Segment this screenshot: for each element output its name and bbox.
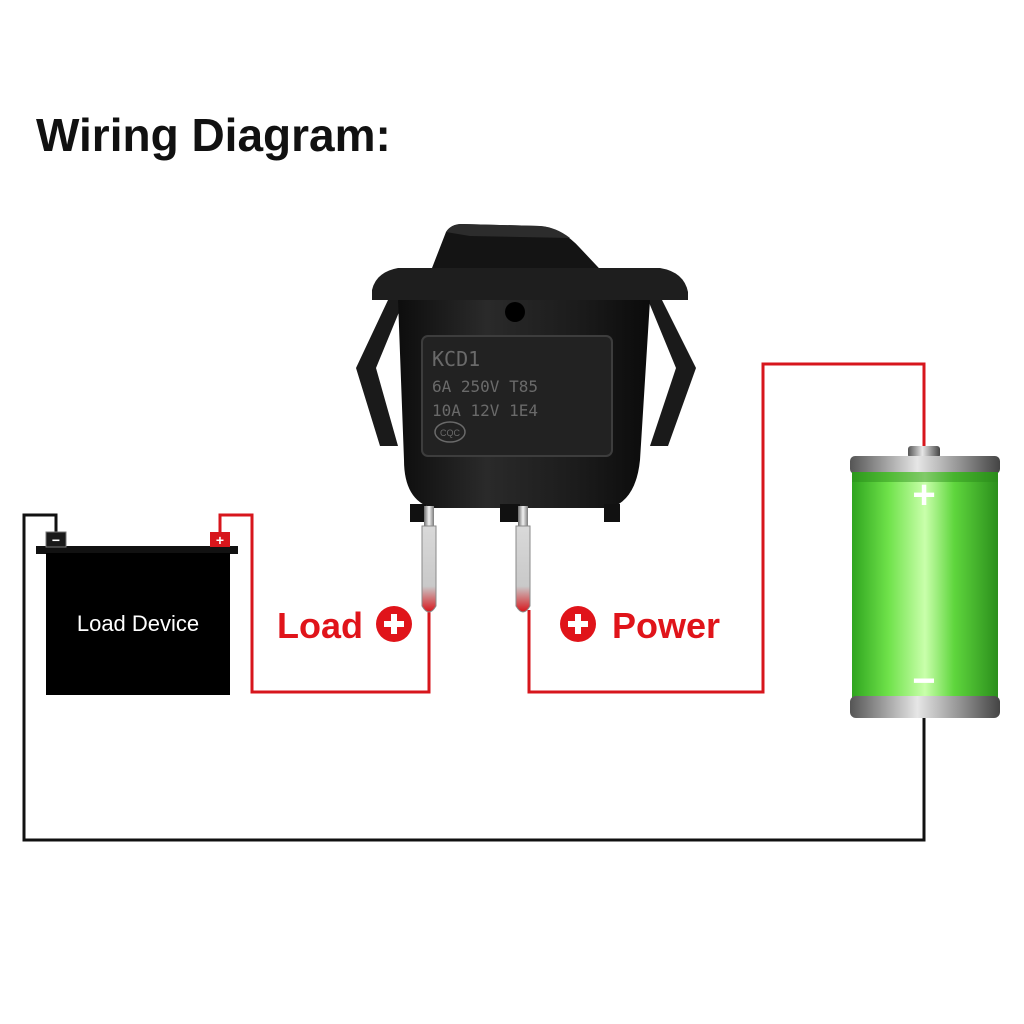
power-terminal-label: Power bbox=[612, 605, 720, 646]
terminal-labels: Load Power bbox=[277, 605, 720, 646]
battery-positive-nub bbox=[908, 446, 940, 458]
switch-bezel bbox=[372, 268, 688, 300]
switch-label-plate bbox=[421, 335, 613, 457]
power-plus-icon bbox=[560, 606, 596, 642]
load-device-positive-symbol: + bbox=[216, 532, 224, 548]
page-title: Wiring Diagram: bbox=[36, 109, 391, 161]
switch-load-pin bbox=[421, 506, 437, 613]
wires bbox=[22, 362, 926, 842]
rocker-actuator bbox=[432, 224, 612, 282]
power-wire bbox=[527, 362, 926, 694]
load-plus-icon bbox=[376, 606, 412, 642]
load-wire bbox=[218, 513, 431, 694]
switch-cert-mark-outline bbox=[434, 421, 466, 443]
battery-negative-symbol: − bbox=[912, 659, 935, 703]
switch-cert-mark: CQC bbox=[440, 428, 461, 438]
switch-marking-line-2: 6A 250V T85 bbox=[432, 377, 538, 396]
rocker-switch: KCD1 6A 250V T85 10A 12V 1E4 CQC bbox=[356, 224, 696, 613]
switch-marking-line-1: KCD1 bbox=[432, 347, 480, 371]
load-device-body bbox=[46, 553, 230, 695]
switch-indicator-hole bbox=[505, 302, 525, 322]
negative-wire bbox=[22, 513, 926, 842]
load-terminal-label: Load bbox=[277, 605, 363, 646]
switch-left-clip bbox=[356, 300, 404, 446]
battery-positive-symbol: + bbox=[912, 473, 935, 517]
switch-right-clip bbox=[648, 300, 696, 446]
load-device-terminal-strip bbox=[36, 546, 238, 554]
load-device-negative-terminal bbox=[45, 531, 67, 548]
load-device-label: Load Device bbox=[77, 611, 199, 636]
battery-bottom-cap bbox=[850, 696, 1000, 718]
battery: + − bbox=[850, 446, 1000, 718]
load-device-negative-symbol: − bbox=[52, 532, 60, 548]
switch-power-pin bbox=[515, 506, 531, 613]
load-device: − + Load Device bbox=[36, 531, 238, 695]
load-device-positive-terminal bbox=[210, 532, 230, 547]
battery-body bbox=[852, 472, 998, 698]
battery-top-cap bbox=[850, 456, 1000, 474]
switch-marking-line-3: 10A 12V 1E4 bbox=[432, 401, 538, 420]
